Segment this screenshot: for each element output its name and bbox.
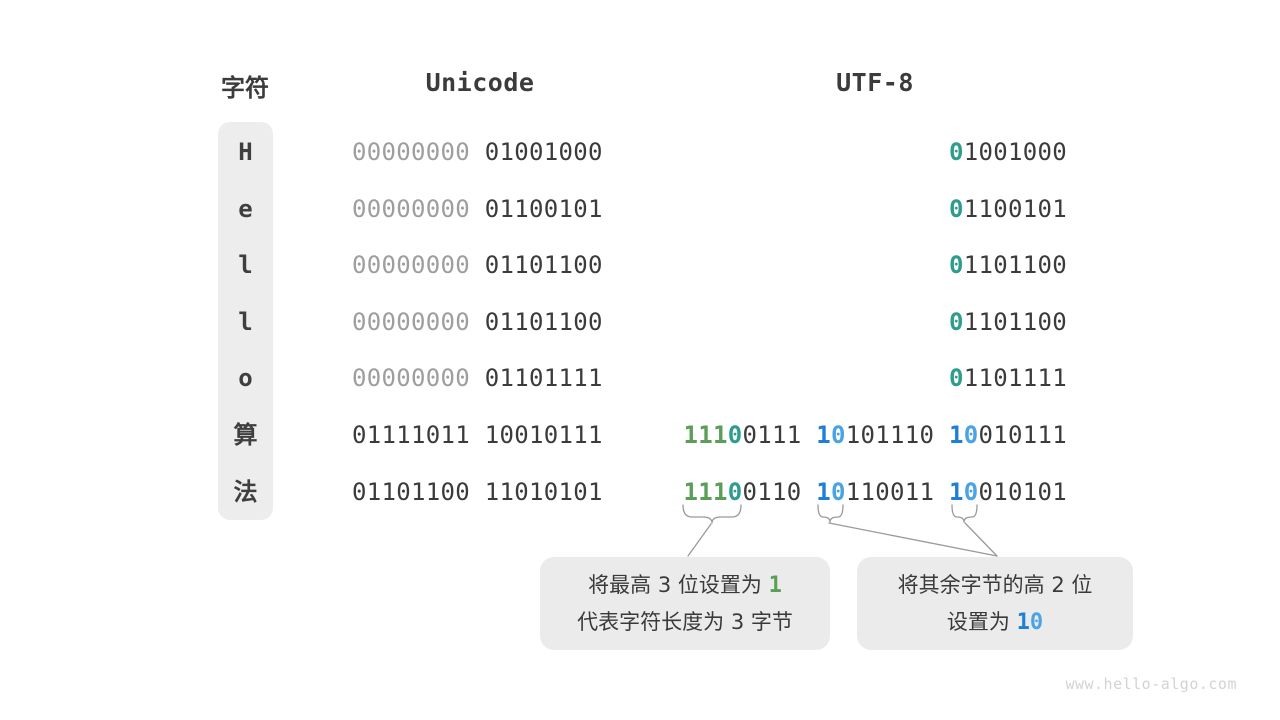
binary-segment: 0 xyxy=(727,421,743,449)
pointer-line-to-callout-1 xyxy=(687,523,712,557)
callout-text: 将其余字节的高 2 位 xyxy=(897,572,1093,597)
character-cell: H xyxy=(238,138,253,166)
callout-highlight: 1 xyxy=(768,572,782,598)
binary-segment: 0 xyxy=(831,421,846,449)
binary-segment: 0 xyxy=(831,478,846,506)
binary-segment: 110011 xyxy=(845,478,935,506)
callout-line: 代表字符长度为 3 字节 xyxy=(577,604,793,641)
binary-segment: 1 xyxy=(816,421,831,449)
unicode-bits: 00000000 01101111 xyxy=(352,361,603,395)
binary-segment: 00000000 xyxy=(352,364,470,392)
utf8-bits: 01101100 xyxy=(949,305,1067,339)
callout-continuation-bits: 将其余字节的高 2 位设置为 10 xyxy=(857,557,1133,650)
binary-segment: 01101100 xyxy=(484,308,603,336)
unicode-bits: 01101100 11010101 xyxy=(352,475,603,509)
pointer-line-byte3-to-callout-2 xyxy=(964,522,998,557)
binary-segment: 0110 xyxy=(742,478,802,506)
utf8-bits: 01101111 xyxy=(949,361,1067,395)
binary-segment: 10010111 xyxy=(484,421,603,449)
callout-line: 将最高 3 位设置为 1 xyxy=(588,567,782,604)
binary-segment: 1101100 xyxy=(963,308,1067,336)
binary-segment: 111 xyxy=(683,478,728,506)
binary-segment: 11010101 xyxy=(484,478,603,506)
binary-segment: 101110 xyxy=(845,421,935,449)
character-cell: l xyxy=(238,251,253,279)
pointer-line-byte2-to-callout-2 xyxy=(828,522,998,557)
binary-segment: 1101100 xyxy=(963,251,1067,279)
binary-segment: 0 xyxy=(949,138,964,166)
callout-text: 代表字符长度为 3 字节 xyxy=(577,609,793,634)
binary-segment: 1100101 xyxy=(963,195,1067,223)
character-cell: o xyxy=(238,364,253,392)
binary-segment: 1 xyxy=(816,478,831,506)
character-column-background xyxy=(218,122,273,520)
utf8-bits: 01101100 xyxy=(949,248,1067,282)
callout-text: 将最高 3 位设置为 xyxy=(588,572,769,597)
unicode-bits: 00000000 01100101 xyxy=(352,192,603,226)
callout-line: 设置为 10 xyxy=(947,604,1043,641)
binary-segment: 01101111 xyxy=(484,364,603,392)
unicode-bits: 00000000 01101100 xyxy=(352,248,603,282)
unicode-bits: 00000000 01001000 xyxy=(352,135,603,169)
binary-segment: 010111 xyxy=(978,421,1067,449)
binary-segment: 01100101 xyxy=(484,195,603,223)
utf8-bits: 01001000 xyxy=(949,135,1067,169)
binary-segment: 0 xyxy=(963,421,979,449)
utf8-bits: 11100111 10101110 10010111 xyxy=(684,418,1068,452)
binary-segment: 010101 xyxy=(978,478,1067,506)
character-cell: e xyxy=(238,195,253,223)
binary-segment: 00000000 xyxy=(352,195,470,223)
callout-highlight: 0 xyxy=(1029,609,1044,635)
binary-segment: 1 xyxy=(949,421,964,449)
callout-text: 设置为 xyxy=(946,609,1017,634)
binary-segment: 00000000 xyxy=(352,308,470,336)
binary-segment: 01111011 xyxy=(352,421,470,449)
binary-segment: 00000000 xyxy=(352,138,470,166)
callout-line: 将其余字节的高 2 位 xyxy=(898,567,1093,604)
column-header-utf8: UTF-8 xyxy=(836,68,914,97)
column-header-character: 字符 xyxy=(221,74,269,102)
character-cell: 算 xyxy=(233,421,258,449)
utf8-bits: 01100101 xyxy=(949,192,1067,226)
binary-segment: 111 xyxy=(683,421,728,449)
character-cell: 法 xyxy=(233,478,258,506)
binary-segment: 1001000 xyxy=(963,138,1067,166)
binary-segment: 1101111 xyxy=(963,364,1067,392)
binary-segment: 0111 xyxy=(742,421,802,449)
binary-segment: 0 xyxy=(949,308,964,336)
callout-leading-bits: 将最高 3 位设置为 1 代表字符长度为 3 字节 xyxy=(540,557,830,650)
binary-segment: 00000000 xyxy=(352,251,470,279)
binary-segment: 0 xyxy=(949,251,964,279)
watermark-url: www.hello-algo.com xyxy=(1065,675,1237,693)
character-cell: l xyxy=(238,308,253,336)
binary-segment: 01001000 xyxy=(484,138,603,166)
unicode-bits: 00000000 01101100 xyxy=(352,305,603,339)
binary-segment: 01101100 xyxy=(352,478,470,506)
binary-segment: 0 xyxy=(727,478,743,506)
utf8-bits: 11100110 10110011 10010101 xyxy=(684,475,1068,509)
binary-segment: 0 xyxy=(949,195,964,223)
binary-segment: 01101100 xyxy=(484,251,603,279)
column-header-unicode: Unicode xyxy=(425,68,535,97)
unicode-bits: 01111011 10010111 xyxy=(352,418,603,452)
callout-highlight: 1 xyxy=(1016,609,1030,635)
binary-segment: 0 xyxy=(963,478,979,506)
binary-segment: 0 xyxy=(949,364,964,392)
binary-segment: 1 xyxy=(949,478,964,506)
